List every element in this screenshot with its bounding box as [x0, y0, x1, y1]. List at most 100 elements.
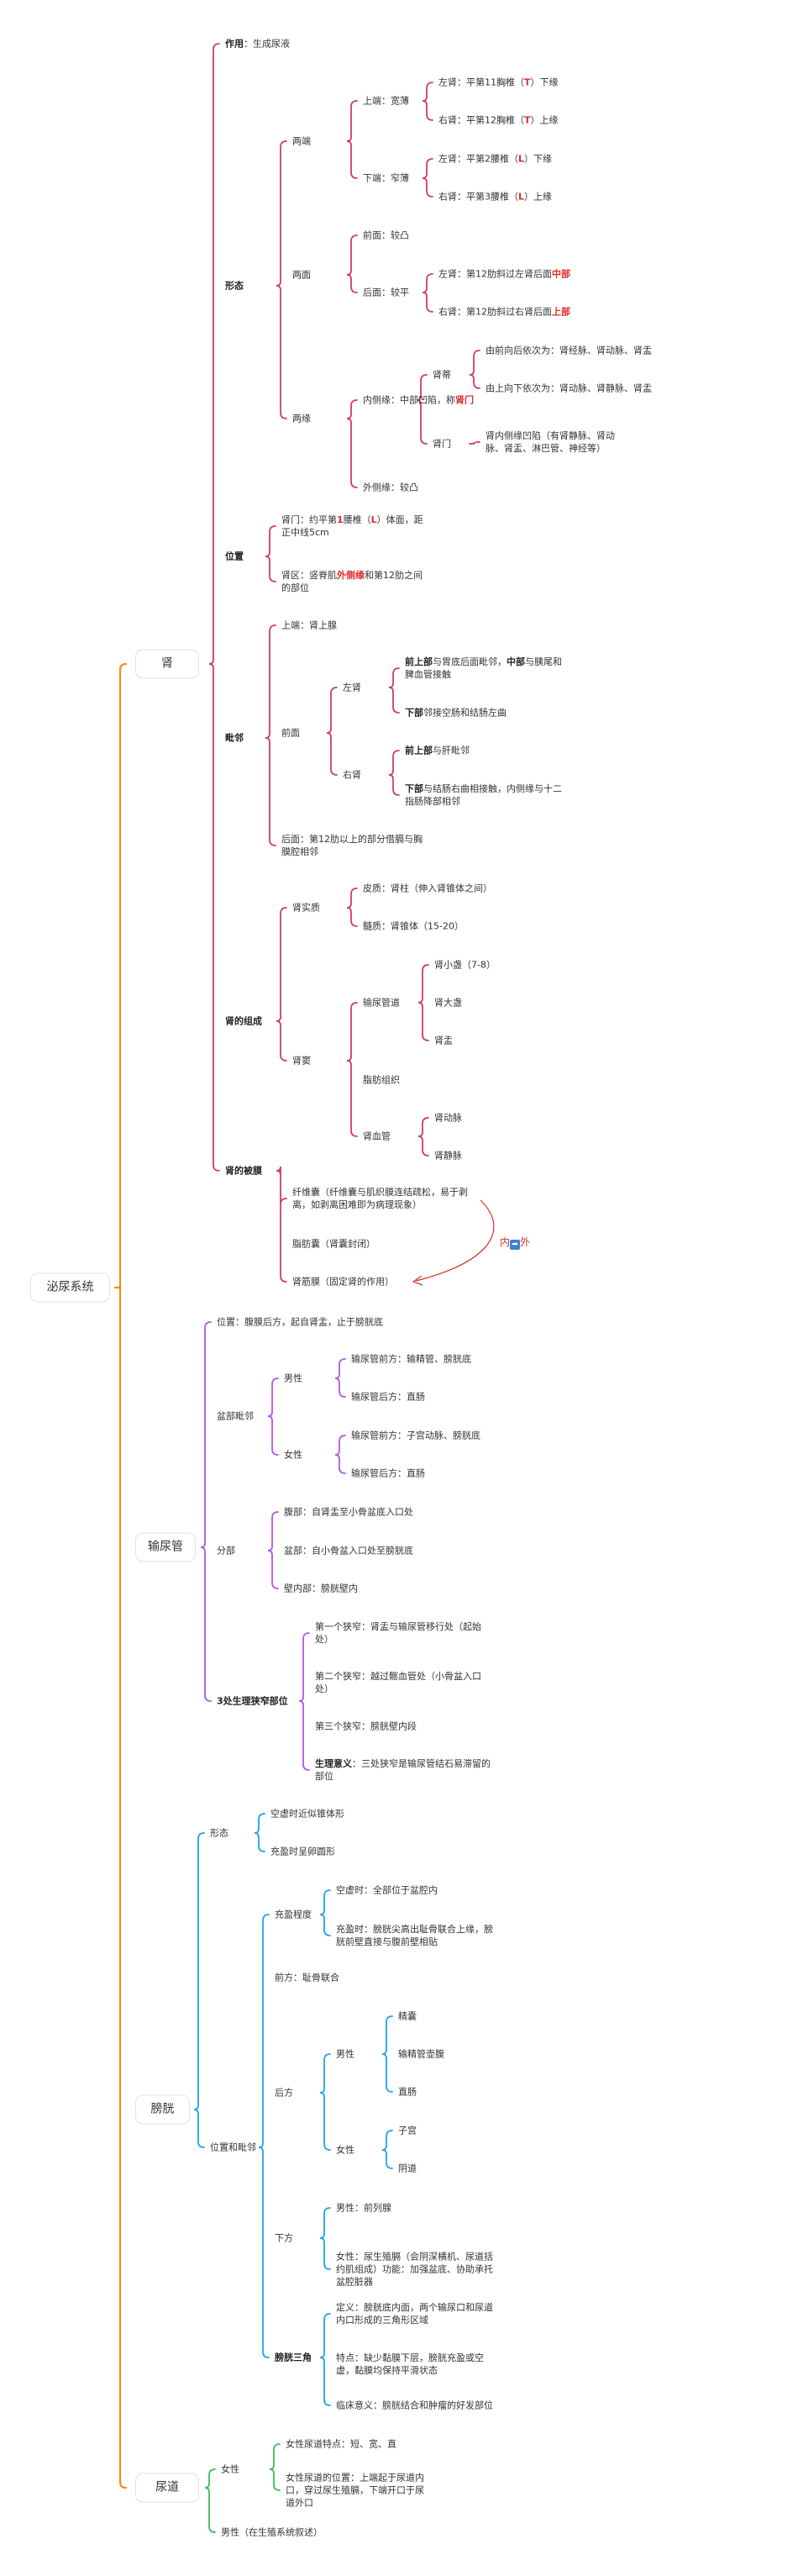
vagina: 阴道	[398, 2162, 417, 2174]
rectum: 直肠	[398, 2086, 417, 2098]
brace-b24	[319, 2207, 331, 2270]
brace-k23	[346, 399, 358, 488]
renal-pelvis: 肾盂	[434, 1035, 453, 1046]
male-front: 输尿管前方：输精管、膀胱底	[351, 1353, 471, 1365]
bladder-below: 下方	[275, 2232, 293, 2244]
topic-ureter[interactable]: 输尿管	[135, 1532, 196, 1562]
ureter-parts: 分部	[217, 1545, 235, 1557]
brace-u22	[334, 1435, 346, 1474]
below-male: 男性：前列腺	[336, 2202, 391, 2214]
third-narrowing: 第三个狭窄：膀胱壁内段	[315, 1720, 417, 1732]
brace-r1	[269, 2443, 281, 2491]
filling-degree: 充盈程度	[275, 1909, 312, 1920]
adjacent-left-kidney: 左肾	[343, 682, 361, 693]
urethra-female: 女性	[221, 2463, 239, 2475]
pelvic-part: 盆部：自小骨盆入口处至膀胱底	[284, 1545, 413, 1557]
renal-region: 肾区：竖脊肌外侧缘和第12肋之间的部位	[281, 570, 423, 593]
adjacent-upper: 上端：肾上腺	[281, 619, 337, 631]
female-back: 输尿管后方：直肠	[351, 1467, 425, 1479]
trigone-definition: 定义：膀胱底内面，两个输尿口和尿道内口形成的三角形区域	[336, 2302, 493, 2326]
hilum-desc: 肾内侧缘凹陷（有肾静脉、肾动脉、肾盂、淋巴管、神经等）	[486, 430, 615, 454]
brace-k2312	[469, 441, 480, 445]
urethra-male: 男性（在生殖系统叙述）	[221, 2526, 323, 2538]
abdominal-part: 腹部：自肾盂至小骨盆底入口处	[284, 1506, 413, 1518]
full-shape: 充盈时呈卵圆形	[270, 1846, 335, 1857]
ureter-position: 位置：腹膜后方，起自肾盂，止于膀胱底	[217, 1316, 383, 1328]
renal-hilum: 肾门	[433, 438, 451, 450]
brace-k231	[416, 374, 428, 445]
kidney-position: 位置	[225, 550, 244, 562]
fatty-capsule: 脂肪囊（肾囊封闭）	[292, 1238, 375, 1250]
brace-k3	[265, 525, 276, 582]
brace-u2	[267, 1378, 279, 1456]
brace-b21	[319, 1889, 331, 1936]
renal-artery: 肾动脉	[434, 1112, 462, 1124]
brace-k5	[276, 907, 287, 1061]
upper-right: 右肾：平第12胸椎（T）上缘	[438, 114, 559, 126]
topic-urethra[interactable]: 尿道	[135, 2473, 199, 2503]
lower-right: 右肾：平第3腰椎（L）上缘	[438, 191, 553, 203]
adjacent-right-kidney: 右肾	[343, 769, 361, 781]
two-ends: 两端	[292, 135, 311, 147]
brace-b1	[254, 1813, 265, 1852]
topic-kidney[interactable]: 肾	[135, 649, 199, 679]
lower-left: 左肾：平第2腰椎（L）下缘	[438, 153, 553, 165]
fill-full: 充盈时：膀胱尖高出耻骨联合上缘，膀胱前壁直接与腹前壁相贴	[336, 1924, 493, 1947]
brace-root	[113, 662, 128, 2489]
renal-vein: 肾静脉	[434, 1150, 462, 1162]
brace-r	[204, 2468, 216, 2533]
brace-k222	[422, 273, 433, 313]
topic-bladder[interactable]: 膀胱	[135, 2094, 190, 2125]
ureter-male: 男性	[284, 1372, 302, 1384]
brace-u3	[267, 1511, 279, 1589]
female-urethra-position: 女性尿道的位置：上端起于尿道内口，穿过尿生殖膈，下端开口于尿道外口	[286, 2472, 424, 2509]
empty-shape: 空虚时近似锥体形	[270, 1808, 344, 1820]
two-faces: 两面	[292, 269, 311, 281]
bladder-morphology: 形态	[210, 1827, 228, 1839]
brace-k	[208, 43, 220, 1172]
male-back: 输尿管后方：直肠	[351, 1391, 425, 1403]
upper-end: 上端：宽薄	[363, 95, 409, 107]
brace-k2	[276, 140, 287, 419]
kidney-morphology: 形态	[225, 280, 244, 292]
brace-k51	[346, 888, 358, 927]
brace-k4	[265, 624, 276, 846]
trigone-feature: 特点：缺少黏膜下层，膀胱充盈或空虚，黏膜均保持平滑状态	[336, 2352, 484, 2376]
female-urethra-feature: 女性尿道特点：短、宽、直	[286, 2438, 396, 2450]
brace-k42	[326, 687, 338, 776]
bladder-trigone: 膀胱三角	[275, 2352, 312, 2363]
root-topic[interactable]: 泌尿系统	[30, 1272, 110, 1303]
major-calyx: 肾大盏	[434, 997, 462, 1009]
vas-ampulla: 输精管壶腹	[398, 2048, 444, 2060]
pedicle-order-1: 由前向后依次为：肾经脉、肾动脉、肾盂	[486, 345, 652, 356]
renal-fascia: 肾筋膜（固定肾的作用）	[292, 1276, 394, 1288]
hilum-position: 肾门：约平第1腰椎（L）体面，距正中线5cm	[281, 514, 423, 538]
medulla: 髓质：肾锥体（15-20）	[363, 920, 464, 932]
urinary-duct: 输尿管道	[363, 997, 400, 1009]
inner-to-outer-arrow	[412, 1199, 495, 1286]
adjacent-back: 后面：第12肋以上的部分借膈与胸膜腔相邻	[281, 834, 423, 857]
inner-to-outer-note: 内➡外	[500, 1236, 531, 1250]
front-face: 前面：较凸	[363, 229, 409, 241]
first-narrowing: 第一个狭窄：肾盂与输尿管移行处（起始处）	[315, 1621, 481, 1645]
brace-k422	[388, 750, 400, 796]
brace-b231	[381, 2015, 393, 2093]
brace-k21	[346, 100, 358, 179]
fibrous-capsule: 纤维囊（纤维囊与肌织膜连结疏松，易于剥离，如剥离困难即为病理现象）	[292, 1187, 468, 1210]
three-narrowings: 3处生理狭窄部位	[217, 1695, 288, 1707]
second-narrowing: 第二个狭窄：越过髂血管处（小骨盆入口处）	[315, 1671, 481, 1694]
fill-empty: 空虚时：全部位于盆腔内	[336, 1884, 438, 1896]
kidney-adjacent: 毗邻	[225, 732, 244, 744]
female-front: 输尿管前方：子宫动脉、膀胱底	[351, 1430, 480, 1441]
brace-b232	[381, 2130, 393, 2169]
left-kidney-lower: 下部邻接空肠和结肠左曲	[405, 707, 507, 719]
renal-pedicle: 肾蒂	[433, 369, 451, 381]
kidney-composition: 肾的组成	[225, 1015, 262, 1027]
back-face: 后面：较平	[363, 287, 409, 298]
pedicle-order-2: 由上向下依次为：肾动脉、肾静脉、肾盂	[486, 382, 652, 394]
back-right: 右肾：第12肋斜过右肾后面上部	[438, 306, 570, 318]
brace-u	[200, 1321, 212, 1702]
right-arrow-icon: ➡	[510, 1240, 521, 1250]
left-kidney-upper: 前上部与胃底后面毗邻，中部与胰尾和脾血管接触	[405, 656, 562, 680]
